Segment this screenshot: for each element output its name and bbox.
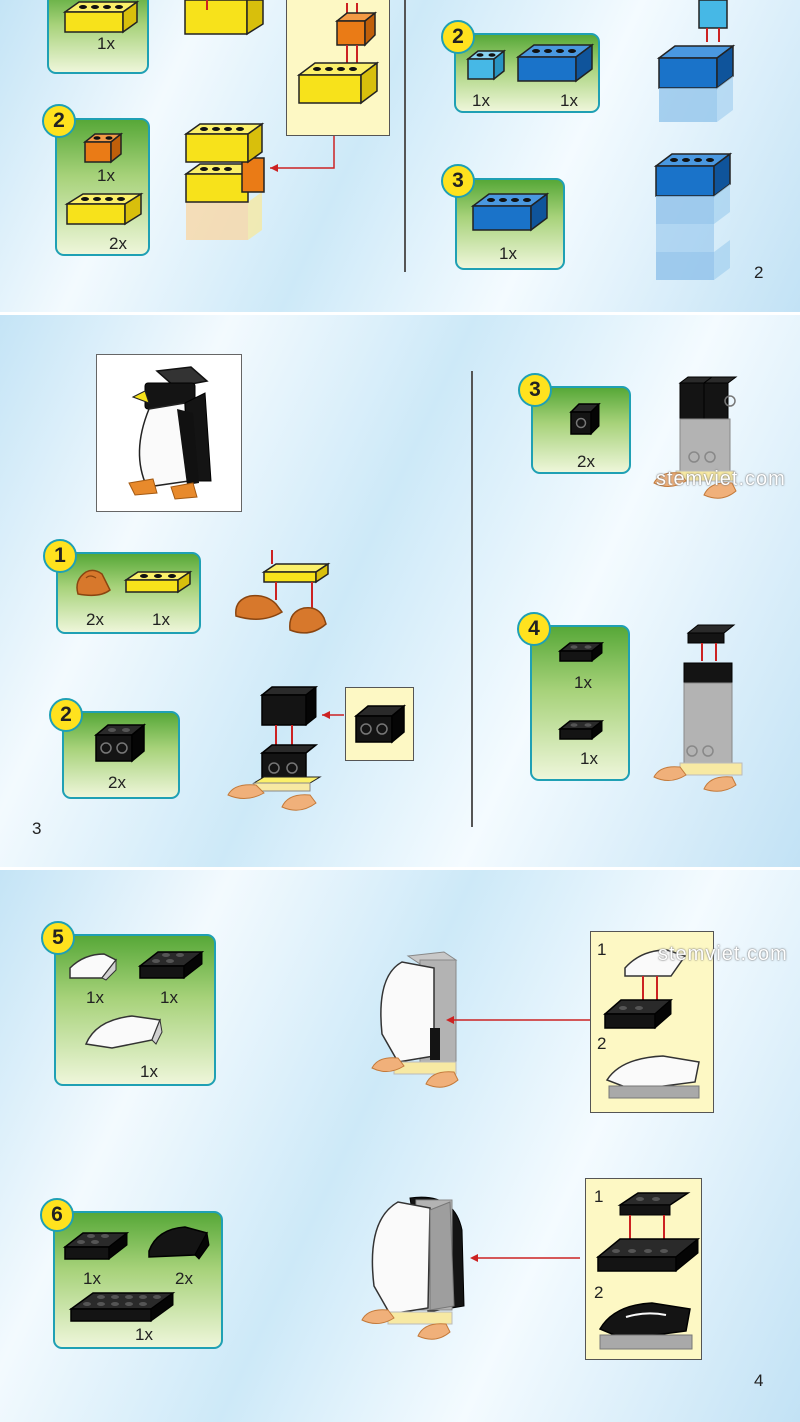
- black-brick-2x2-icon: [353, 704, 407, 744]
- step3-right-qty: 1x: [499, 244, 517, 263]
- page-number: 2: [754, 263, 764, 282]
- watermark: stemviet.com: [658, 943, 788, 965]
- step4-assembly: [653, 624, 743, 792]
- step-number-badge: 2: [49, 698, 83, 732]
- parts-card-step6: 1x 2x 1x: [53, 1211, 223, 1349]
- page-2-panel: 1x 1x: [0, 0, 800, 312]
- page-gap: [0, 312, 800, 315]
- step2-left-qty-top: 1x: [97, 166, 115, 185]
- parts-card-step1: 1x: [47, 0, 149, 74]
- light-blue-brick-1x2-icon: [465, 49, 507, 81]
- step6-qty-b: 2x: [175, 1269, 193, 1288]
- parts-card-step3-right: 1x: [455, 178, 565, 270]
- callout-box-black-brick: [345, 687, 414, 761]
- step1-qty-right: 1x: [152, 610, 170, 629]
- step4-qty-bottom: 1x: [580, 749, 598, 768]
- column-divider: [404, 0, 406, 272]
- step-number-badge: 2: [42, 104, 76, 138]
- page-number: 3: [32, 819, 42, 838]
- step-number-badge: 6: [40, 1198, 74, 1232]
- step-number-badge: 3: [518, 373, 552, 407]
- page-number: 4: [754, 1371, 764, 1390]
- step3-right-assembly: [653, 152, 733, 280]
- step5-qty-c: 1x: [140, 1062, 158, 1081]
- penguin-model-icon: [128, 366, 212, 500]
- step3-assembly: [653, 376, 738, 499]
- finished-model-preview: [96, 354, 242, 512]
- callout-box-step6: 1 2: [585, 1178, 702, 1360]
- yellow-brick-2x4-icon: [64, 192, 144, 226]
- black-plate-1x2-icon: [557, 641, 605, 663]
- step1-assembly: [235, 550, 331, 634]
- column-divider: [471, 371, 473, 827]
- step4-qty-top: 1x: [574, 673, 592, 692]
- step2-left-qty-bottom: 2x: [109, 234, 127, 253]
- white-slope-on-black-plate-icon: [603, 949, 687, 1030]
- parts-card-step5: 1x 1x 1x: [54, 934, 216, 1086]
- step6-assembly: [361, 1196, 580, 1340]
- step6-qty-a: 1x: [83, 1269, 101, 1288]
- step5-assembly: [371, 951, 590, 1088]
- black-plate-1x2-icon: [557, 719, 605, 741]
- blue-brick-2x4-icon: [470, 192, 550, 232]
- orange-brick-on-yellow-icon: [296, 3, 380, 105]
- step-number-badge: 3: [441, 164, 475, 198]
- white-curved-on-gray-icon: [605, 1055, 700, 1099]
- black-plate-2x3-icon: [62, 1231, 130, 1261]
- flipper-piece-icon: [76, 569, 111, 597]
- black-brick-1x1-icon: [569, 402, 601, 436]
- orange-brick-1x2-icon: [82, 132, 124, 164]
- black-curved-slope-icon: [148, 1226, 210, 1260]
- page-gap: [0, 867, 800, 870]
- yellow-plate-1x3-icon: [123, 570, 193, 594]
- substep-label: 2: [594, 1283, 604, 1302]
- step6-qty-c: 1x: [135, 1325, 153, 1344]
- step-number-badge: 1: [43, 539, 77, 573]
- step5-qty-a: 1x: [86, 988, 104, 1007]
- step5-qty-b: 1x: [160, 988, 178, 1007]
- step1-qty: 1x: [97, 34, 115, 53]
- step2-right-qty-left: 1x: [472, 91, 490, 110]
- white-curved-slope-icon: [84, 1015, 163, 1049]
- page-4-panel: 1x 1x 1x 5 1 2: [0, 870, 800, 1422]
- white-slope-1x2-icon: [69, 953, 118, 981]
- step2-left-assembly: [183, 122, 335, 240]
- step1-qty-left: 2x: [86, 610, 104, 629]
- step2-assembly: [227, 685, 344, 811]
- callout-box-step5: 1 2: [590, 931, 714, 1113]
- black-plate-2x3-icon: [137, 950, 205, 980]
- step2-qty: 2x: [108, 773, 126, 792]
- blue-brick-2x4-icon: [515, 43, 595, 83]
- watermark: stemviet.com: [656, 468, 786, 490]
- step-number-badge: 2: [441, 20, 475, 54]
- page-3-panel: 2x 1x 1 2x 2: [0, 315, 800, 867]
- step2-right-qty-right: 1x: [560, 91, 578, 110]
- substep-label: 1: [594, 1187, 604, 1206]
- step3-qty: 2x: [577, 452, 595, 471]
- step2-right-assembly: [656, 0, 736, 122]
- parts-card-step2: 2x: [62, 711, 180, 799]
- parts-card-step1: 2x 1x: [56, 552, 201, 634]
- yellow-brick-2x4-icon: [62, 0, 140, 34]
- step1-assembly-partial: [184, 0, 264, 36]
- parts-card-step2-left: 1x 2x: [55, 118, 150, 256]
- substep-label: 2: [597, 1034, 607, 1053]
- parts-card-step3: 2x: [531, 386, 631, 474]
- black-plate-2x6-icon: [68, 1292, 176, 1322]
- step-number-badge: 5: [41, 921, 75, 955]
- step-number-badge: 4: [517, 612, 551, 646]
- callout-box-orange-assembly: [286, 0, 390, 136]
- black-brick-2x2-icon: [93, 723, 147, 763]
- substep-label: 1: [597, 940, 607, 959]
- parts-card-step4: 1x 1x: [530, 625, 630, 781]
- black-plate-on-black-plate-icon: [595, 1192, 701, 1273]
- parts-card-step2-right: 1x 1x: [454, 33, 600, 113]
- black-curved-on-gray-icon: [598, 1302, 693, 1350]
